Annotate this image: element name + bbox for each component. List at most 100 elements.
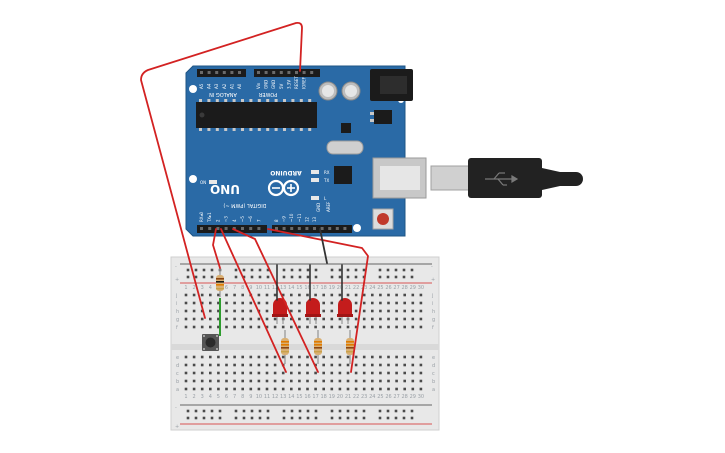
- breadboard-hole[interactable]: [354, 309, 358, 313]
- breadboard-hole[interactable]: [217, 387, 220, 391]
- breadboard-hole[interactable]: [225, 325, 228, 329]
- breadboard-hole[interactable]: [346, 379, 350, 383]
- breadboard-hole[interactable]: [314, 355, 317, 359]
- rail-hole[interactable]: [410, 416, 414, 420]
- breadboard-hole[interactable]: [192, 387, 196, 391]
- header-pin[interactable]: [215, 71, 219, 74]
- rail-hole[interactable]: [354, 409, 358, 413]
- breadboard-hole[interactable]: [217, 355, 220, 359]
- breadboard-hole[interactable]: [249, 363, 253, 367]
- rail-hole[interactable]: [338, 275, 342, 279]
- led-3-resistor[interactable]: [346, 330, 354, 364]
- breadboard-hole[interactable]: [387, 309, 390, 313]
- breadboard-hole[interactable]: [290, 371, 293, 375]
- rail-hole[interactable]: [402, 275, 406, 279]
- breadboard-hole[interactable]: [322, 363, 325, 367]
- breadboard-hole[interactable]: [387, 317, 390, 321]
- breadboard-hole[interactable]: [411, 325, 415, 329]
- breadboard-hole[interactable]: [184, 301, 188, 305]
- breadboard-hole[interactable]: [338, 363, 342, 367]
- breadboard-hole[interactable]: [225, 301, 228, 305]
- breadboard-hole[interactable]: [403, 309, 406, 313]
- breadboard-hole[interactable]: [298, 301, 301, 305]
- header-pin[interactable]: [222, 71, 226, 74]
- rail-hole[interactable]: [266, 409, 270, 413]
- rail-hole[interactable]: [314, 268, 318, 272]
- breadboard-hole[interactable]: [330, 293, 334, 297]
- breadboard-hole[interactable]: [290, 355, 293, 359]
- rail-hole[interactable]: [242, 275, 246, 279]
- breadboard-hole[interactable]: [379, 379, 382, 383]
- breadboard-hole[interactable]: [281, 387, 285, 391]
- breadboard-hole[interactable]: [371, 363, 374, 367]
- wire-5v-to-button[interactable]: [140, 21, 303, 319]
- breadboard-hole[interactable]: [192, 379, 196, 383]
- breadboard-hole[interactable]: [200, 371, 204, 375]
- breadboard-hole[interactable]: [387, 325, 390, 329]
- breadboard-hole[interactable]: [249, 325, 253, 329]
- breadboard-hole[interactable]: [411, 355, 415, 359]
- rail-hole[interactable]: [250, 416, 254, 420]
- breadboard-hole[interactable]: [395, 387, 398, 391]
- breadboard-hole[interactable]: [403, 293, 406, 297]
- header-pin[interactable]: [224, 227, 228, 230]
- breadboard-hole[interactable]: [403, 355, 406, 359]
- breadboard-hole[interactable]: [354, 301, 358, 305]
- breadboard-hole[interactable]: [330, 355, 334, 359]
- header-pin[interactable]: [282, 227, 286, 230]
- breadboard-hole[interactable]: [395, 325, 398, 329]
- breadboard-hole[interactable]: [209, 317, 212, 321]
- breadboard-hole[interactable]: [290, 309, 293, 313]
- rail-hole[interactable]: [306, 275, 310, 279]
- breadboard-hole[interactable]: [419, 325, 423, 329]
- breadboard-hole[interactable]: [257, 301, 261, 305]
- breadboard-hole[interactable]: [192, 293, 196, 297]
- power-header[interactable]: [254, 69, 320, 77]
- breadboard-hole[interactable]: [371, 317, 374, 321]
- led-1[interactable]: [272, 298, 288, 324]
- breadboard-hole[interactable]: [379, 309, 382, 313]
- breadboard-hole[interactable]: [322, 371, 325, 375]
- breadboard-hole[interactable]: [346, 371, 350, 375]
- breadboard-hole[interactable]: [322, 293, 325, 297]
- rail-hole[interactable]: [202, 268, 206, 272]
- breadboard-hole[interactable]: [395, 355, 398, 359]
- breadboard-hole[interactable]: [192, 355, 196, 359]
- breadboard-hole[interactable]: [298, 355, 301, 359]
- breadboard-hole[interactable]: [290, 363, 293, 367]
- breadboard-hole[interactable]: [322, 301, 325, 305]
- breadboard-hole[interactable]: [192, 371, 196, 375]
- header-pin[interactable]: [241, 227, 244, 230]
- rail-hole[interactable]: [210, 275, 214, 279]
- rail-hole[interactable]: [378, 416, 382, 420]
- breadboard-hole[interactable]: [379, 363, 382, 367]
- breadboard-hole[interactable]: [379, 293, 382, 297]
- breadboard-hole[interactable]: [257, 371, 261, 375]
- breadboard-hole[interactable]: [403, 325, 406, 329]
- breadboard-hole[interactable]: [387, 371, 390, 375]
- breadboard-hole[interactable]: [395, 309, 398, 313]
- breadboard-hole[interactable]: [395, 301, 398, 305]
- rail-hole[interactable]: [346, 275, 350, 279]
- breadboard-hole[interactable]: [184, 379, 188, 383]
- analog-header[interactable]: [197, 69, 246, 77]
- breadboard-hole[interactable]: [395, 379, 398, 383]
- breadboard-hole[interactable]: [281, 355, 285, 359]
- breadboard-hole[interactable]: [330, 301, 334, 305]
- rail-hole[interactable]: [338, 416, 342, 420]
- breadboard-hole[interactable]: [298, 293, 301, 297]
- breadboard-hole[interactable]: [241, 379, 244, 383]
- rail-hole[interactable]: [378, 409, 382, 413]
- rail-hole[interactable]: [266, 416, 270, 420]
- breadboard-hole[interactable]: [403, 379, 406, 383]
- rail-hole[interactable]: [250, 409, 254, 413]
- rail-hole[interactable]: [290, 416, 294, 420]
- rail-hole[interactable]: [410, 409, 414, 413]
- breadboard-hole[interactable]: [233, 355, 236, 359]
- breadboard-hole[interactable]: [249, 317, 253, 321]
- breadboard-hole[interactable]: [306, 379, 309, 383]
- rail-hole[interactable]: [314, 416, 318, 420]
- header-pin[interactable]: [290, 227, 294, 230]
- breadboard-hole[interactable]: [233, 387, 236, 391]
- breadboard-hole[interactable]: [241, 293, 244, 297]
